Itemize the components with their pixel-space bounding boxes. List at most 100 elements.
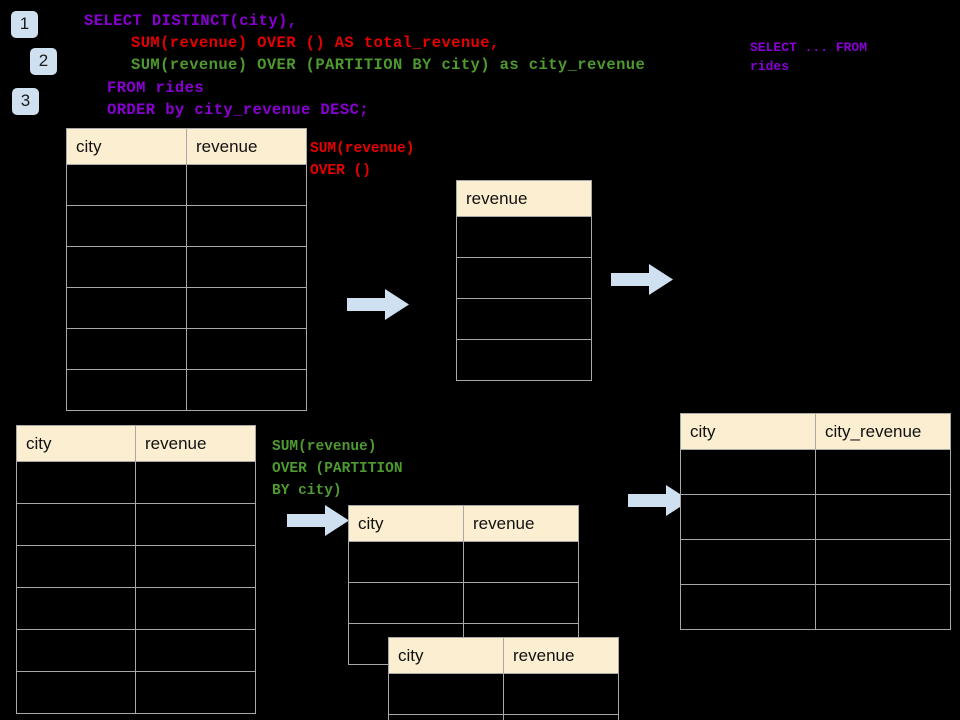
cell-city-revenue — [815, 494, 951, 540]
cell-city — [16, 671, 136, 714]
cell-city-revenue — [815, 584, 951, 630]
column-header-city: city — [680, 413, 816, 450]
cell-city — [16, 503, 136, 546]
cell-revenue — [503, 673, 619, 715]
cell-city — [16, 461, 136, 504]
table-row — [66, 369, 307, 411]
cell-city-revenue — [815, 449, 951, 495]
table-row — [456, 257, 592, 299]
cell-revenue — [186, 246, 307, 288]
cell-city — [680, 584, 816, 630]
column-header-city: city — [16, 425, 136, 462]
table-body — [16, 461, 256, 714]
table-row — [16, 629, 256, 672]
table-row — [16, 671, 256, 714]
column-header-city: city — [388, 637, 504, 674]
table-row — [348, 582, 579, 624]
cell-revenue — [456, 216, 592, 258]
sql-line-city-revenue: SUM(revenue) OVER (PARTITION BY city) as… — [131, 56, 646, 74]
sql-line-order-by: ORDER by city_revenue DESC; — [107, 101, 369, 119]
table-row — [456, 298, 592, 340]
cell-revenue — [135, 503, 256, 546]
arrow-total-to-result — [611, 264, 673, 295]
table-row — [66, 287, 307, 329]
table-row — [456, 339, 592, 381]
arrow-source-to-total — [347, 289, 409, 320]
table-row — [16, 461, 256, 504]
step-badge-2[interactable]: 2 — [30, 48, 57, 75]
cell-city — [66, 164, 187, 206]
table-row — [66, 328, 307, 370]
cell-city — [66, 246, 187, 288]
step-badge-3[interactable]: 3 — [12, 88, 39, 115]
annotation-total-window: SUM(revenue) OVER () — [310, 141, 415, 179]
cell-revenue — [456, 298, 592, 340]
cell-revenue — [503, 714, 619, 720]
table-row — [16, 503, 256, 546]
table-row — [66, 205, 307, 247]
column-header-revenue: revenue — [503, 637, 619, 674]
cell-revenue — [463, 541, 579, 583]
cell-city — [16, 629, 136, 672]
cell-revenue — [456, 339, 592, 381]
cell-revenue — [456, 257, 592, 299]
table-row — [680, 494, 951, 540]
sql-side-note: SELECT ... FROM rides — [750, 40, 868, 74]
cell-revenue — [186, 328, 307, 370]
column-header-city: city — [66, 128, 187, 165]
table-body — [388, 673, 619, 720]
column-header-city-revenue: city_revenue — [815, 413, 951, 450]
cell-city — [66, 287, 187, 329]
column-header-revenue: revenue — [456, 180, 592, 217]
total-revenue-table: revenue — [456, 180, 592, 381]
cell-revenue — [135, 671, 256, 714]
table-row — [680, 584, 951, 630]
cell-city — [388, 673, 504, 715]
table-row — [16, 587, 256, 630]
table-row — [66, 164, 307, 206]
cell-city-revenue — [815, 539, 951, 585]
cell-city — [680, 449, 816, 495]
result-table: city city_revenue — [680, 413, 951, 630]
table-body — [680, 449, 951, 630]
table-row — [388, 673, 619, 715]
cell-city — [348, 541, 464, 583]
cell-city — [66, 205, 187, 247]
cell-revenue — [135, 545, 256, 588]
table-header-row: city revenue — [348, 505, 579, 542]
cell-revenue — [135, 461, 256, 504]
table-header-row: revenue — [456, 180, 592, 217]
table-row — [680, 449, 951, 495]
cell-revenue — [186, 205, 307, 247]
cell-revenue — [186, 369, 307, 411]
cell-city — [16, 587, 136, 630]
cell-revenue — [135, 587, 256, 630]
sql-line-total-revenue: SUM(revenue) OVER () AS total_revenue, — [131, 34, 500, 52]
cell-revenue — [135, 629, 256, 672]
cell-revenue — [186, 287, 307, 329]
table-row — [680, 539, 951, 585]
table-row — [66, 246, 307, 288]
table-row — [16, 545, 256, 588]
table-header-row: city revenue — [388, 637, 619, 674]
cell-revenue — [186, 164, 307, 206]
cell-city — [66, 369, 187, 411]
cell-revenue — [463, 582, 579, 624]
table-body — [456, 216, 592, 381]
rides-source-table-partitioned: city revenue — [16, 425, 256, 714]
cell-city — [66, 328, 187, 370]
cell-city — [388, 714, 504, 720]
cell-city — [680, 539, 816, 585]
partition-group-table-front: city revenue — [388, 637, 619, 720]
column-header-revenue: revenue — [135, 425, 256, 462]
table-header-row: city city_revenue — [680, 413, 951, 450]
step-badge-1[interactable]: 1 — [11, 11, 38, 38]
sql-line-select: SELECT DISTINCT(city), — [84, 12, 298, 30]
annotation-partition-window: SUM(revenue) OVER (PARTITION BY city) — [272, 439, 403, 499]
table-row — [348, 541, 579, 583]
table-header-row: city revenue — [66, 128, 307, 165]
table-row — [388, 714, 619, 720]
column-header-revenue: revenue — [186, 128, 307, 165]
rides-source-table: city revenue — [66, 128, 307, 411]
